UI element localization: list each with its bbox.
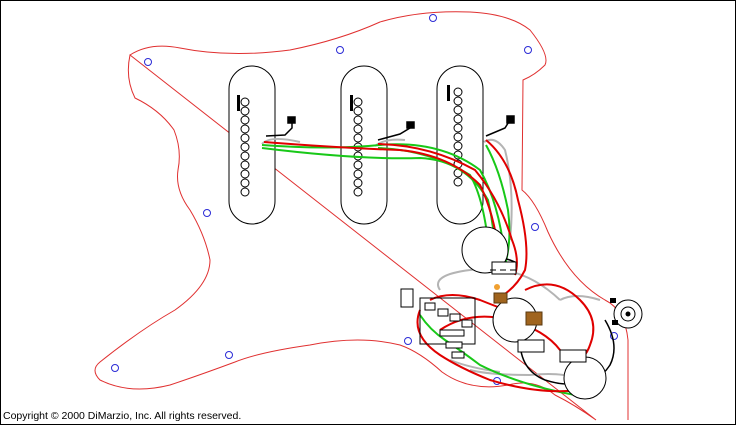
- pickup-ground-leads: [265, 115, 515, 141]
- screw-hole: [336, 46, 344, 54]
- neck-pickup: [228, 65, 276, 225]
- capacitor: [525, 311, 543, 326]
- copyright-notice: Copyright © 2000 DiMarzio, Inc. All righ…: [3, 410, 242, 422]
- pickguard-outline: [94, 11, 629, 421]
- screw-hole: [610, 332, 618, 340]
- solder-joint: [494, 284, 500, 290]
- screw-hole: [429, 14, 437, 22]
- tone-pot-1: [492, 297, 545, 353]
- screw-holes: [111, 14, 618, 385]
- output-jack: [610, 298, 643, 329]
- screw-hole: [203, 209, 211, 217]
- screw-hole: [144, 58, 152, 66]
- screw-hole: [531, 223, 539, 231]
- tone-pot-2: [559, 349, 607, 400]
- screw-hole: [404, 337, 412, 345]
- capacitor: [493, 292, 508, 304]
- screw-hole: [524, 46, 532, 54]
- five-way-switch: [400, 288, 476, 359]
- screw-hole: [225, 351, 233, 359]
- middle-pickup: [340, 65, 388, 225]
- screw-hole: [111, 364, 119, 372]
- volume-pot: [461, 226, 517, 275]
